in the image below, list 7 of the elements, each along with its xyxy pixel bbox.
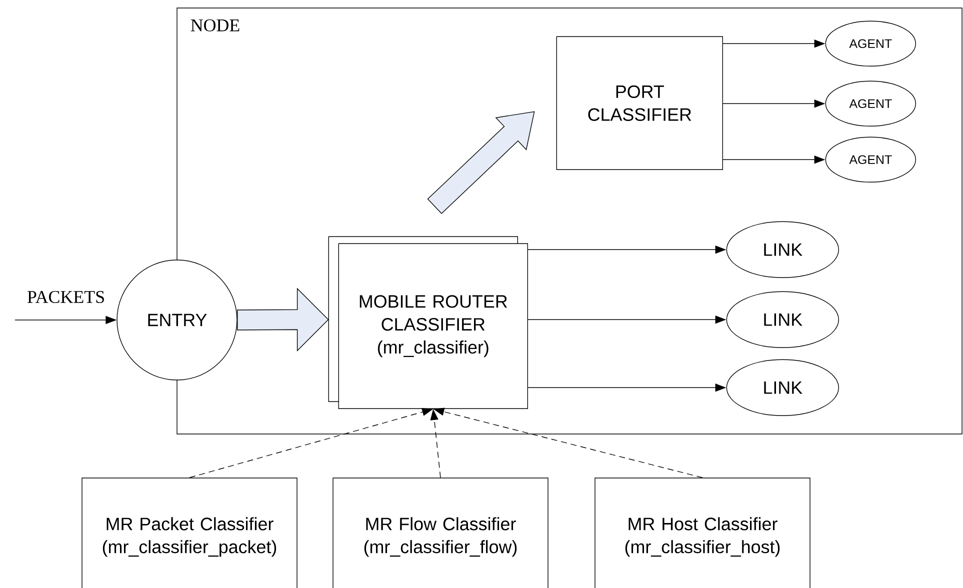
process-box: MR Host Classifier (mr_classifier_host) <box>594 478 810 588</box>
stacked-box: MOBILE ROUTER CLASSIFIER (mr_classifier) <box>328 236 528 409</box>
process-box: MR Packet Classifier (mr_classifier_packet) <box>82 478 298 588</box>
edge-label: PACKETS <box>26 290 106 304</box>
process-box: MR Flow Classifier (mr_classifier_flow) <box>332 478 548 588</box>
process-box: PORT CLASSIFIER <box>556 36 723 170</box>
block-arrow <box>237 288 329 352</box>
